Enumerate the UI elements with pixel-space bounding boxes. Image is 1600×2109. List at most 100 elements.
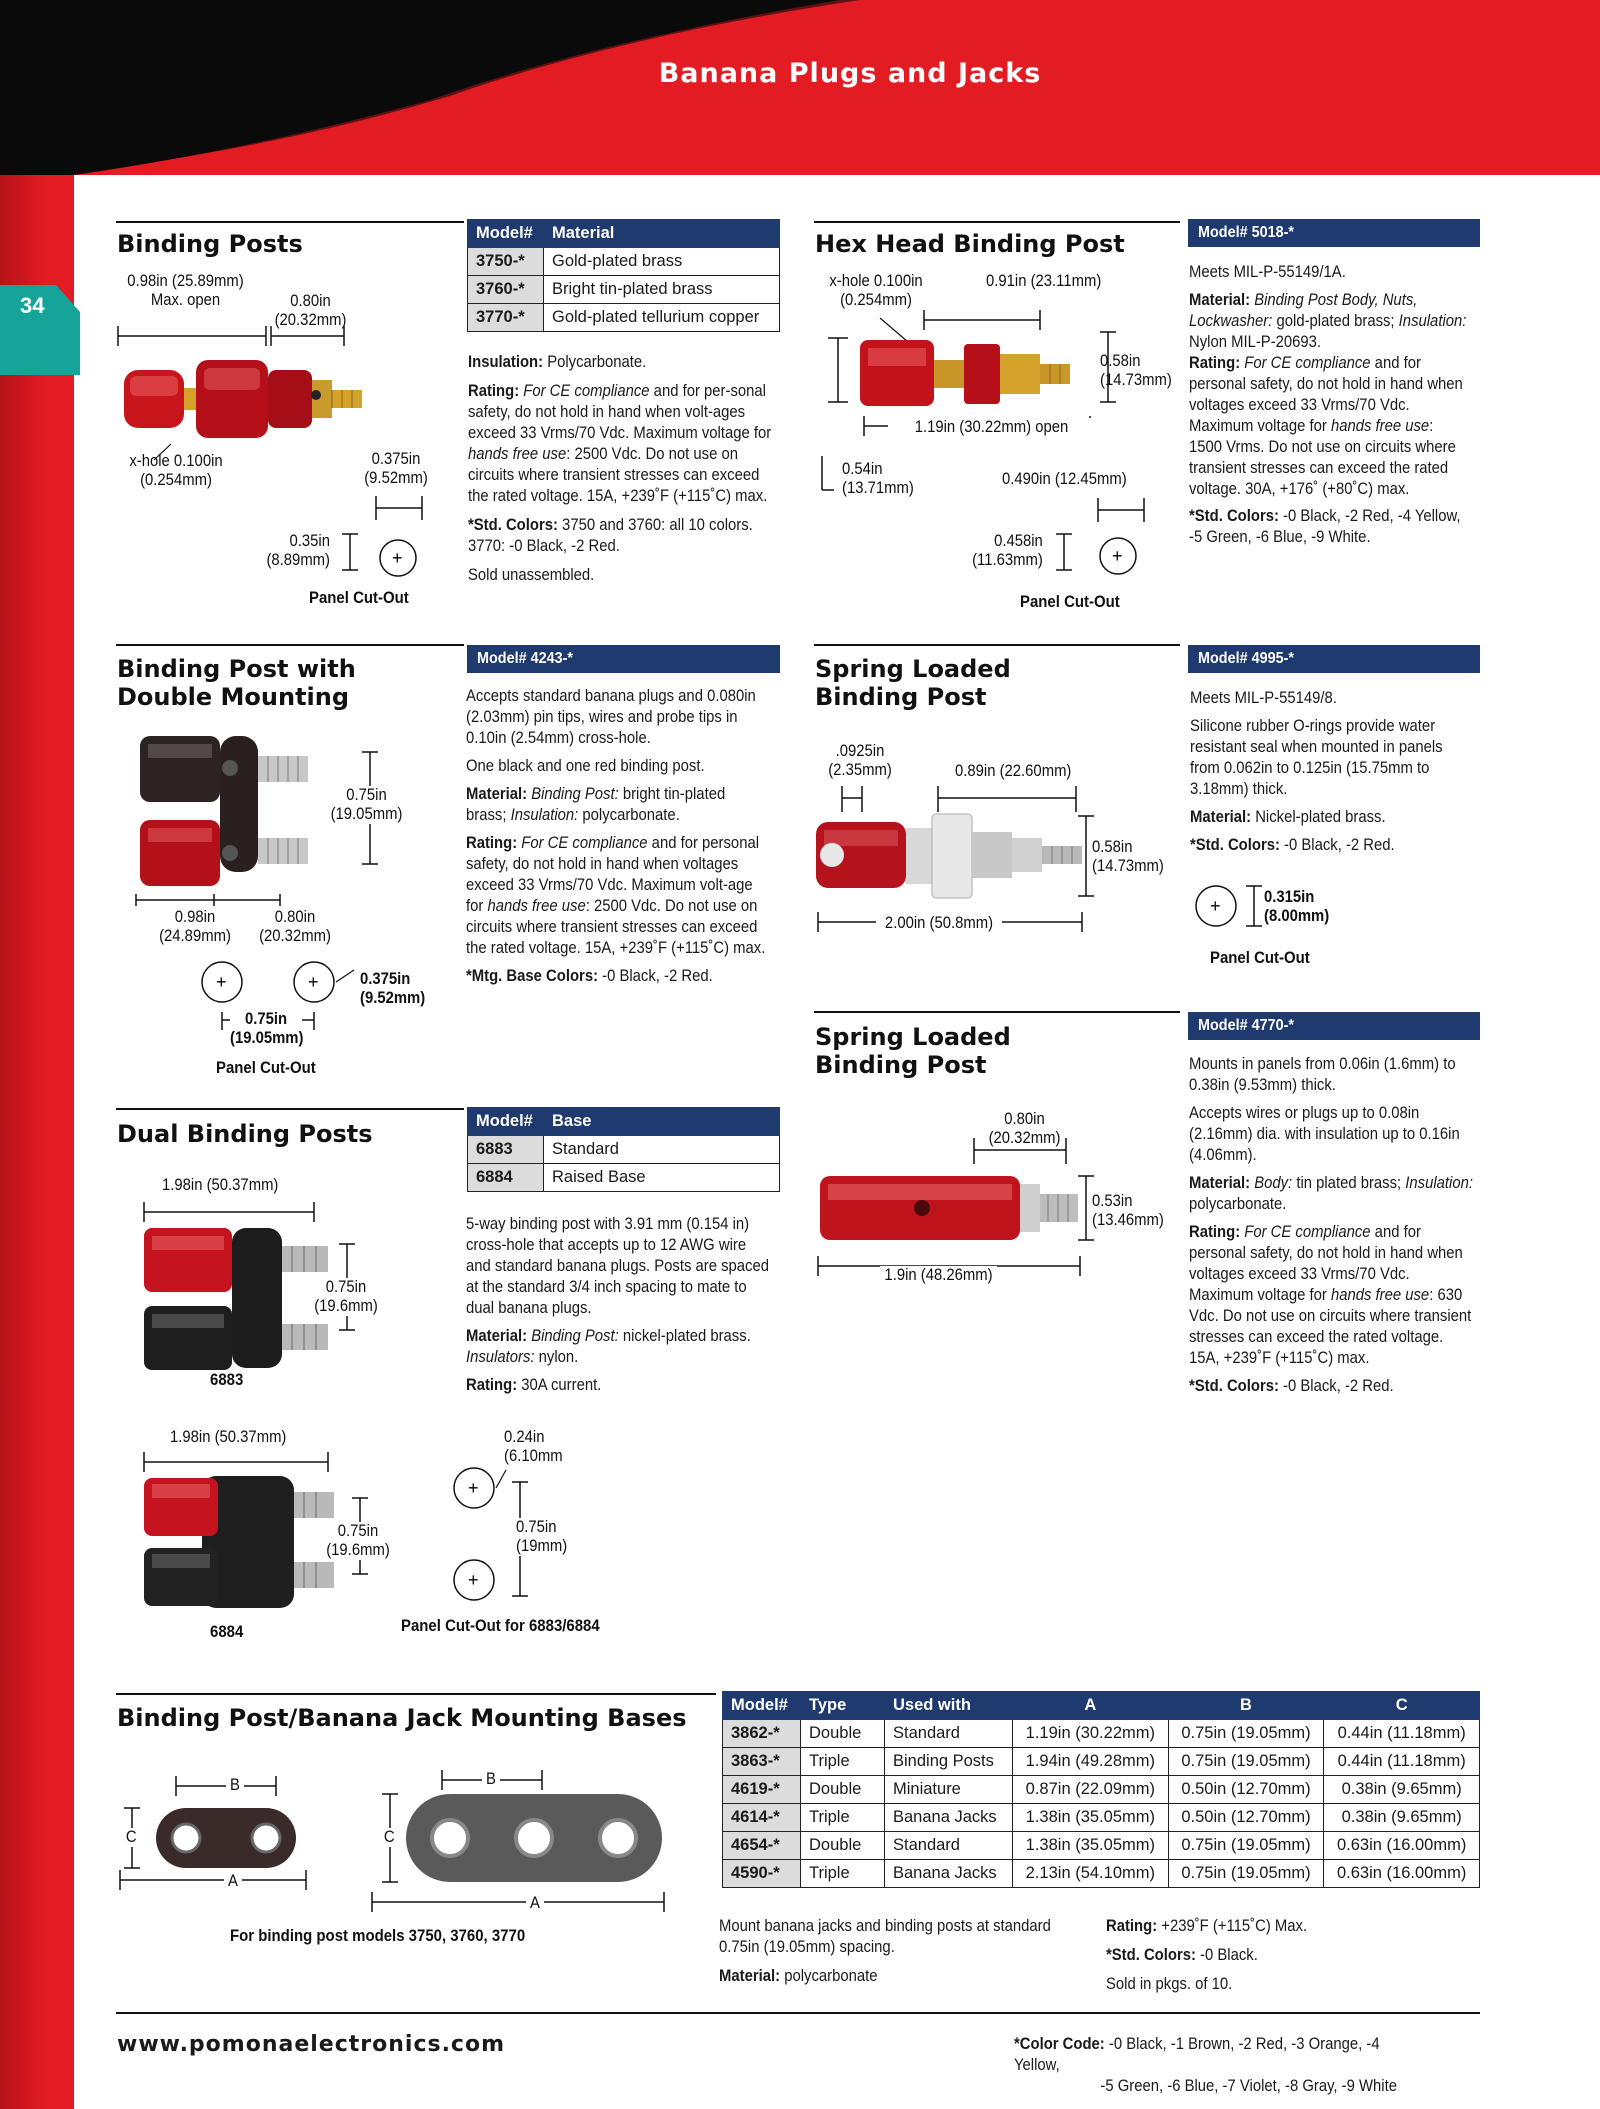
dim-075: 0.75in (19.05mm) <box>326 786 407 824</box>
dim-a-label: A <box>526 1894 544 1913</box>
table-cell: 1.94in (49.28mm) <box>1012 1747 1169 1776</box>
dim-xhole: x-hole 0.100in (0.254mm) <box>129 452 223 489</box>
hex-head-desc: Meets MIL-P-55149/1A. Material: Binding … <box>1189 263 1467 546</box>
hex-model-header: Model# 5018-* <box>1188 219 1480 247</box>
dim-200: 2.00in (50.8mm) <box>876 914 1002 933</box>
table-cell: Banana Jacks <box>884 1859 1013 1888</box>
label-6883: 6883 <box>210 1370 244 1389</box>
panel-cutout-diagram: + <box>1195 885 1262 927</box>
table-row: 3770-*Gold-plated tellurium copper <box>467 303 780 332</box>
table-cell: Standard <box>884 1719 1013 1748</box>
dim-091: 0.91in (23.11mm) <box>986 272 1102 290</box>
bases-table: Model# Type Used with A B C 3862-*Double… <box>722 1691 1480 1888</box>
svg-text:+: + <box>468 1478 479 1498</box>
dim-075b: 0.75in (19.05mm) <box>230 1010 304 1048</box>
table-cell: 1.38in (35.05mm) <box>1012 1803 1169 1832</box>
bases-title: Binding Post/Banana Jack Mounting Bases <box>117 1704 687 1732</box>
panel-cutout-label: Panel Cut-Out <box>216 1058 316 1077</box>
model-cell: 3863-* <box>722 1747 801 1776</box>
table-row: 3760-*Bright tin-plated brass <box>467 275 780 304</box>
panel-cutout-label: Panel Cut-Out <box>1210 948 1310 967</box>
svg-text:+: + <box>468 1570 479 1590</box>
double-model-header: Model# 4243-* <box>467 645 780 673</box>
dim-c-label: C <box>124 1828 139 1847</box>
double-mount-photo <box>135 736 308 906</box>
website-link[interactable]: www.pomonaelectronics.com <box>117 2032 506 2057</box>
material-cell: Gold-plated tellurium copper <box>543 303 780 332</box>
table-header: Type <box>800 1691 885 1720</box>
section-rule <box>116 221 464 223</box>
dim-h2: 0.75in (19.6mm) <box>322 1522 394 1560</box>
spring1-model-header: Model# 4995-* <box>1188 645 1480 673</box>
spring2-model-header: Model# 4770-* <box>1188 1012 1480 1040</box>
dim-c2: 0.75in (19mm) <box>516 1518 568 1556</box>
spring1-photo <box>816 786 1094 932</box>
page-title: Banana Plugs and Jacks <box>658 58 1042 89</box>
dim-0458: 0.458in (11.63mm) <box>972 532 1043 569</box>
page-number: 34 <box>20 293 45 318</box>
dim-058: 0.58in (14.73mm) <box>1092 838 1164 875</box>
panel-cutout-diagram: + <box>1056 533 1137 575</box>
dim-0315: 0.315in (8.00mm) <box>1264 888 1330 925</box>
mounting-bases-photo <box>119 1770 665 1912</box>
table-cell: 1.19in (30.22mm) <box>1012 1719 1169 1748</box>
model-cell: 4619-* <box>722 1775 801 1804</box>
table-header: Model# <box>467 219 544 248</box>
dim-080: 0.80in (20.32mm) <box>274 292 347 329</box>
binding-posts-desc: Insulation: Polycarbonate. Rating: For C… <box>468 353 772 584</box>
table-cell: 0.44in (11.18mm) <box>1323 1747 1480 1776</box>
table-cell: 0.38in (9.65mm) <box>1323 1803 1480 1832</box>
header-banner <box>0 0 1600 175</box>
dim-w1: 1.98in (50.37mm) <box>162 1176 279 1194</box>
table-cell: Miniature <box>884 1775 1013 1804</box>
table-cell: Double <box>800 1719 885 1748</box>
dim-max-open: 0.98in (25.89mm) Max. open <box>127 272 244 309</box>
table-cell: 0.75in (19.05mm) <box>1167 1747 1325 1776</box>
svg-text:+: + <box>392 548 403 568</box>
dim-h1: 0.75in (19.6mm) <box>310 1278 382 1316</box>
label-6884: 6884 <box>210 1622 244 1641</box>
model-cell: 4614-* <box>722 1803 801 1832</box>
table-header: Model# <box>467 1107 544 1136</box>
table-cell: Double <box>800 1775 885 1804</box>
section-rule <box>116 1108 464 1110</box>
dim-xhole: x-hole 0.100in (0.254mm) <box>829 272 923 309</box>
table-cell: 0.87in (22.09mm) <box>1012 1775 1169 1804</box>
table-cell: Banana Jacks <box>884 1803 1013 1832</box>
dim-a-label: A <box>224 1872 242 1891</box>
table-cell: 0.75in (19.05mm) <box>1167 1719 1325 1748</box>
dim-054: 0.54in (13.71mm) <box>842 460 914 497</box>
table-header: B <box>1167 1691 1325 1720</box>
spring2-title-2: Binding Post <box>815 1051 987 1079</box>
section-rule <box>116 644 464 646</box>
table-cell: 0.75in (19.05mm) <box>1167 1831 1325 1860</box>
table-cell: Triple <box>800 1803 885 1832</box>
dim-098: 0.98in (24.89mm) <box>159 908 231 945</box>
binding-posts-title: Binding Posts <box>117 230 303 258</box>
double-mount-title-2: Double Mounting <box>117 683 350 711</box>
dual-title: Dual Binding Posts <box>117 1120 373 1148</box>
table-cell: 0.38in (9.65mm) <box>1323 1775 1480 1804</box>
model-cell: 3770-* <box>467 303 544 332</box>
section-rule <box>814 644 1180 646</box>
table-row: 3750-*Gold-plated brass <box>467 247 780 276</box>
binding-post-photo <box>124 360 362 461</box>
footer-rule <box>116 2012 1480 2014</box>
dim-b-label: B <box>482 1770 500 1789</box>
spring2-desc: Mounts in panels from 0.06in (1.6mm) to … <box>1189 1055 1473 1395</box>
dim-b-label: B <box>226 1776 244 1795</box>
table-cell: Triple <box>800 1747 885 1776</box>
table-header: A <box>1012 1691 1169 1720</box>
table-cell: 2.13in (54.10mm) <box>1012 1859 1169 1888</box>
model-cell: 3862-* <box>722 1719 801 1748</box>
dual-desc: 5-way binding post with 3.91 mm (0.154 i… <box>466 1215 769 1394</box>
double-mount-desc: Accepts standard banana plugs and 0.080i… <box>466 687 766 985</box>
svg-text:+: + <box>1112 546 1123 566</box>
table-cell: 0.63in (16.00mm) <box>1323 1831 1480 1860</box>
base-cell: Raised Base <box>543 1163 780 1192</box>
